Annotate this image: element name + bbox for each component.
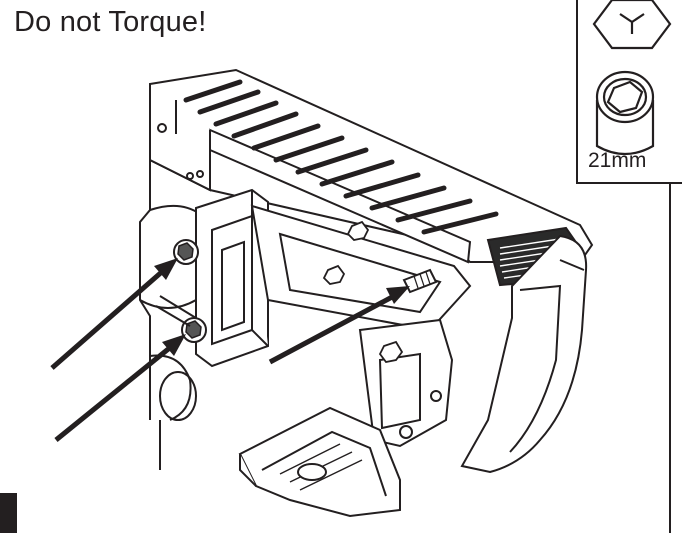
corner-tab [0, 493, 17, 533]
brace-nuts [322, 220, 404, 363]
vehicle-frame [139, 100, 204, 470]
arrow-upper-bolt [50, 258, 178, 370]
frame-bolt-upper [173, 239, 199, 265]
arrow-carriage-bolt [268, 286, 410, 365]
end-cap [460, 234, 588, 474]
hitch-step [238, 406, 401, 518]
frame-bolt-lower [155, 295, 207, 343]
arrows [50, 258, 410, 442]
panel-border-line [669, 184, 671, 533]
arrow-lower-bolt [54, 334, 186, 442]
socket-icon [595, 70, 655, 156]
socket-size-label: 21mm [588, 149, 647, 172]
bumper-slots [183, 79, 499, 235]
instruction-caption: Do not Torque! [14, 6, 207, 38]
hex-nut-icon [592, 0, 672, 50]
